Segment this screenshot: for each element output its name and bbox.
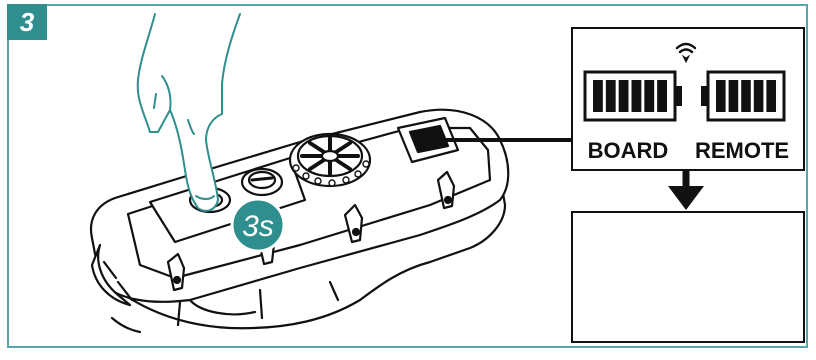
remote-battery-cell	[766, 80, 776, 112]
board-battery-cell	[606, 80, 616, 112]
thumb-wheel	[290, 134, 370, 186]
board-battery-cell	[644, 80, 654, 112]
board-battery-cell	[657, 80, 667, 112]
remote-battery-icon	[701, 72, 784, 120]
board-battery-cell	[632, 80, 642, 112]
remote-battery-cell	[741, 80, 751, 112]
press-duration-label: 3s	[242, 210, 274, 243]
down-arrow	[668, 165, 704, 210]
board-battery-icon	[585, 72, 682, 120]
board-label: BOARD	[588, 138, 669, 163]
remote-battery-cell	[729, 80, 739, 112]
board-battery-cell	[593, 80, 603, 112]
remote-label: REMOTE	[695, 138, 789, 163]
board-battery-cell	[619, 80, 629, 112]
remote-battery-cell	[716, 80, 726, 112]
remote-battery-cell	[754, 80, 764, 112]
remote-control	[91, 110, 508, 332]
display-panel-bottom	[572, 212, 804, 342]
